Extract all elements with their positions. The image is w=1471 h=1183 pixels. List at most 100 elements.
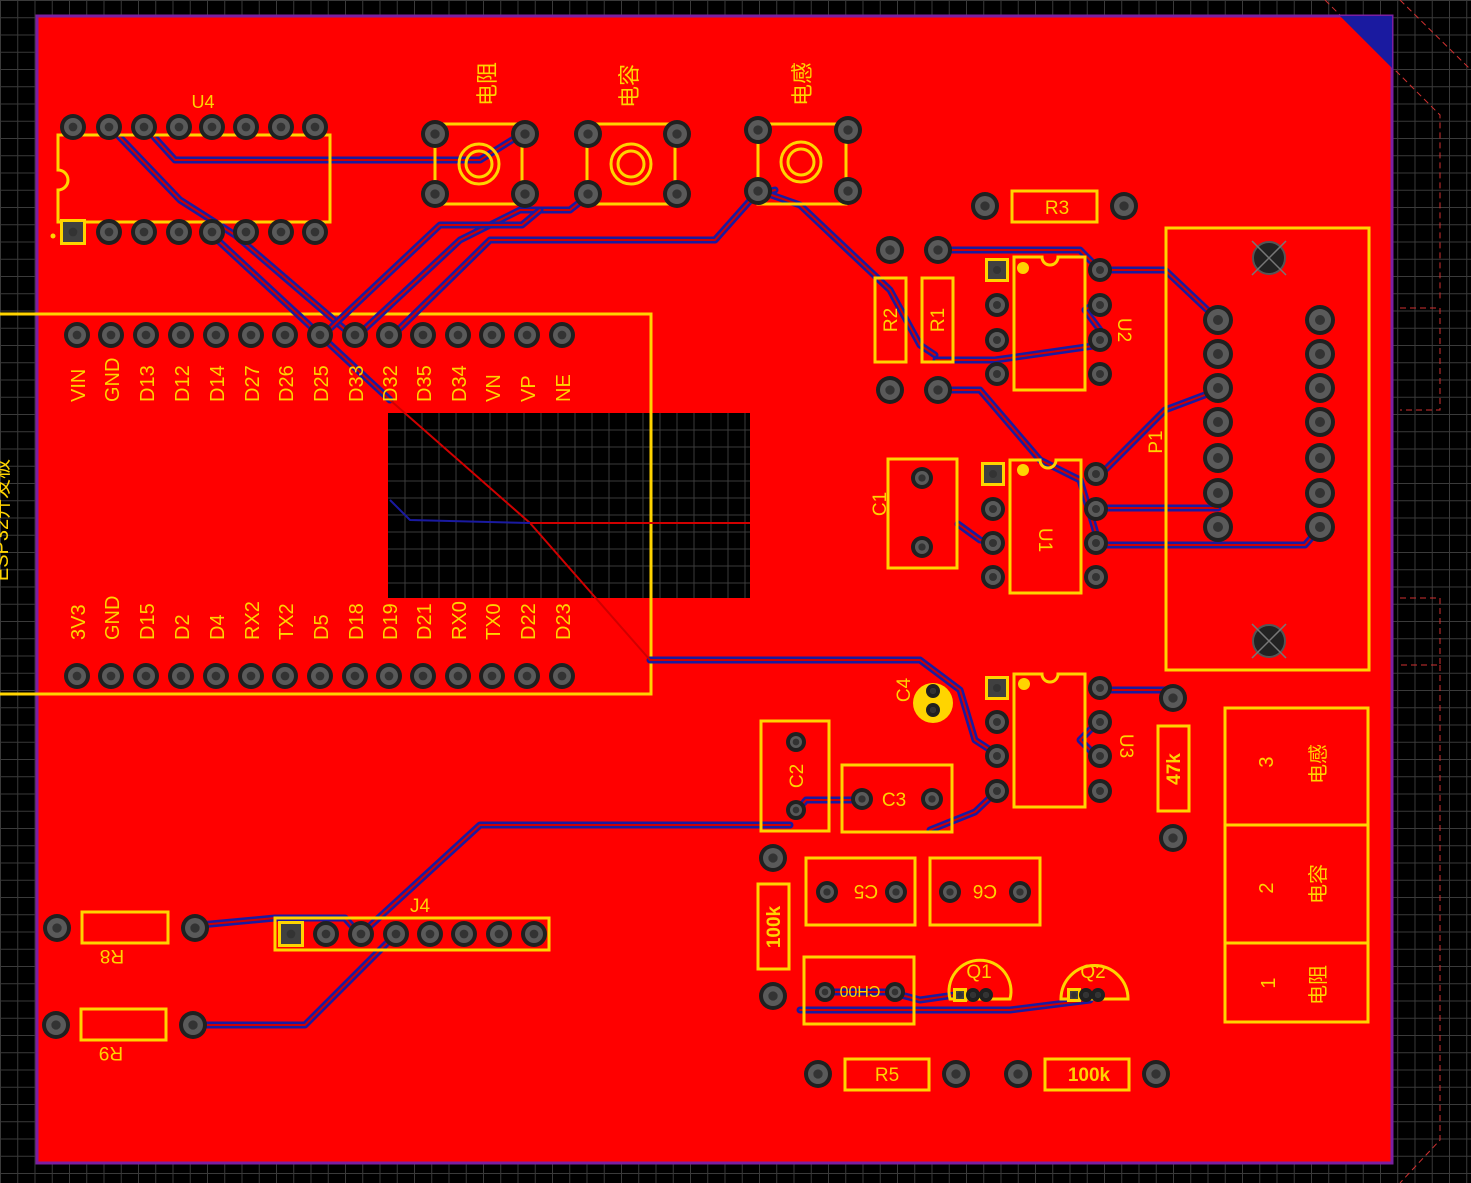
esp32-top-pin-label-1: GND (102, 358, 124, 402)
q2-pad-2 (1091, 988, 1105, 1002)
q2-pad-0 (1067, 988, 1081, 1002)
r9-ref: R9 (99, 1042, 123, 1063)
r100k-h-pad-2 (1142, 1060, 1170, 1088)
esp32-top-pad-10 (410, 322, 436, 348)
r5-pad-2 (942, 1060, 970, 1088)
u4-pad-top-5 (233, 114, 259, 140)
button-label-resistance: 电阻 (475, 62, 500, 106)
esp32-bottom-pin-label-3: D2 (172, 614, 194, 640)
esp32-antenna-keepout (388, 413, 750, 598)
ic-pin1-marker-0 (1017, 262, 1029, 274)
p1-pad-a5 (1203, 478, 1233, 508)
u1-pad-r0 (1084, 462, 1108, 486)
esp32-top-pad-1 (98, 322, 124, 348)
r5-ref: R5 (875, 1065, 899, 1086)
esp32-top-pin-label-14: NE (553, 374, 575, 402)
button-pad-11 (834, 177, 862, 205)
esp32-bottom-pad-2 (133, 663, 159, 689)
esp32-top-pin-label-7: D25 (311, 365, 333, 402)
ch00-ref: CH00 (839, 982, 880, 999)
u3-pad-l1 (985, 710, 1009, 734)
esp32-bottom-pad-13 (514, 663, 540, 689)
r2-pad-2 (876, 376, 904, 404)
button-pad-8 (744, 116, 772, 144)
r8-pad-2 (181, 914, 209, 942)
esp32-bottom-pin-label-5: RX2 (242, 601, 264, 640)
u4-pad-top-3 (166, 114, 192, 140)
reference-texts: R3 R2 R1 U2 U1 U3 P1 C1 C4 C2 C3 C5 C6 C… (99, 198, 1185, 1086)
button-label-capacitance: 电容 (617, 64, 642, 108)
component-outlines (79, 189, 1371, 1092)
esp32-top-pad-12 (479, 322, 505, 348)
connector-label-capacitance: 电容 (1307, 864, 1330, 904)
p1-pad-a2 (1203, 373, 1233, 403)
u4-pad-top-1 (96, 114, 122, 140)
ratsnest (389, 399, 750, 661)
u3-pad-r3 (1088, 779, 1112, 803)
esp32-top-pad-14 (549, 322, 575, 348)
p1-pad-a3 (1203, 407, 1233, 437)
esp32-bottom-pin-label-14: D23 (553, 603, 575, 640)
u1-pad-r1 (1084, 497, 1108, 521)
j4-pad-6 (486, 921, 512, 947)
j4-pad-1 (313, 921, 339, 947)
u4-pad-top-7 (302, 114, 328, 140)
u2-pad-l0 (985, 258, 1009, 282)
r3-pad-2 (1110, 192, 1138, 220)
p1-pad-b4 (1305, 443, 1335, 473)
u4-pad-bottom-7 (302, 219, 328, 245)
p1-pad-b2 (1305, 373, 1335, 403)
r2-ref: R2 (881, 308, 902, 332)
esp32-top-pin-label-10: D35 (414, 365, 436, 402)
c1-pad-2 (911, 536, 933, 558)
esp32-bottom-pad-10 (410, 663, 436, 689)
p1-ref: P1 (1146, 430, 1167, 453)
esp32-bottom-pad-11 (445, 663, 471, 689)
u2-pad-r1 (1088, 293, 1112, 317)
u3-pad-l3 (985, 779, 1009, 803)
esp32-bottom-pad-4 (203, 663, 229, 689)
r3-pad-1 (971, 192, 999, 220)
u2-pad-r0 (1088, 258, 1112, 282)
esp32-top-pin-label-9: D32 (380, 365, 402, 402)
connector-pin-2: 2 (1256, 882, 1278, 893)
esp32-bottom-pin-label-12: TX0 (483, 603, 505, 640)
esp32-top-pad-5 (238, 322, 264, 348)
esp32-top-pad-11 (445, 322, 471, 348)
esp32-top-pad-3 (168, 322, 194, 348)
q2-ref: Q2 (1080, 962, 1105, 983)
u3-pad-l2 (985, 744, 1009, 768)
connector-label-inductance: 电感 (1307, 744, 1330, 784)
esp32-top-pad-8 (342, 322, 368, 348)
c4-ref: C4 (894, 677, 915, 702)
button-pad-4 (574, 120, 602, 148)
esp32-top-pin-label-13: VP (518, 375, 540, 402)
r47k-ref: 47k (1164, 753, 1185, 785)
button-pad-1 (511, 120, 539, 148)
u4-pad-bottom-6 (268, 219, 294, 245)
c6-ref: C6 (973, 880, 997, 901)
c1-ref: C1 (870, 492, 891, 516)
u4-pad-bottom-1 (96, 219, 122, 245)
p1-mounting-holes (1251, 240, 1287, 659)
c2-pad-1 (786, 732, 806, 752)
c6-pad-1 (939, 881, 961, 903)
esp32-top-pad-2 (133, 322, 159, 348)
r8-ref: R8 (100, 945, 124, 966)
connector-pin-1: 1 (1258, 977, 1280, 988)
esp32-top-pin-label-8: D33 (346, 365, 368, 402)
p1-pad-a4 (1203, 443, 1233, 473)
esp32-bottom-pin-label-4: D4 (207, 614, 229, 640)
u3-pad-r1 (1088, 710, 1112, 734)
esp32-bottom-pad-6 (272, 663, 298, 689)
p1-pad-a1 (1203, 339, 1233, 369)
j4-ref: J4 (410, 896, 431, 917)
u4-pin1-dot (50, 233, 56, 239)
j4-pad-4 (417, 921, 443, 947)
u1-pad-r2 (1084, 531, 1108, 555)
button-pad-9 (834, 116, 862, 144)
c2-pad-2 (786, 800, 806, 820)
p1-pad-b6 (1305, 512, 1335, 542)
button-pad-3 (511, 180, 539, 208)
